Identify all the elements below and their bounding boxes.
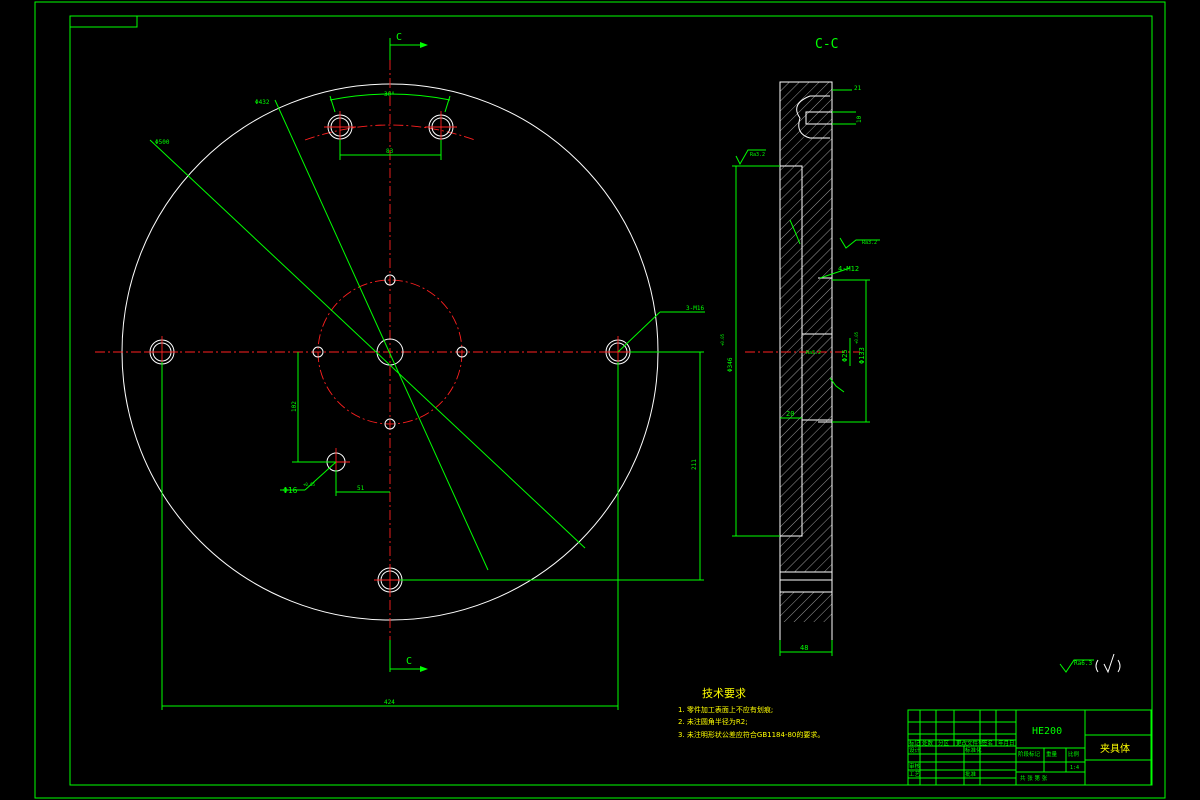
- sect-dim-21: 21: [854, 85, 862, 92]
- dim-angle-ext2: [444, 95, 451, 113]
- dim-chord-top: 83: [386, 148, 394, 155]
- dim-hole-small: Φ16: [283, 486, 298, 495]
- tb-model: HE200: [1032, 726, 1062, 737]
- sect-dim-d25: Φ25: [841, 349, 849, 362]
- sect-dim-d346-tol: +0.05: [720, 333, 725, 346]
- section-mark-bottom: C: [406, 656, 412, 667]
- tb-scale: 1:4: [1070, 765, 1079, 771]
- sect-dim-20: 20: [786, 410, 794, 418]
- title-block-frame: [907, 709, 1152, 786]
- dim-offset-h: 51: [357, 485, 365, 492]
- dim-offset-v: 102: [291, 401, 298, 412]
- dim-height-right: 211: [691, 459, 698, 470]
- roughness-symbol-4: [829, 377, 845, 393]
- roughness-label-2: Ra3.2: [862, 240, 877, 246]
- tb-left-grid: [908, 710, 1016, 785]
- section-slot: [796, 95, 830, 139]
- section-hatch-lower: [780, 592, 832, 622]
- inner-hole-right: [456, 346, 468, 358]
- tb-label-design: 设计: [909, 746, 921, 754]
- front-view: C C Φ500 Φ432 30° 83 3-M16 102 51 Φ16 +0…: [95, 32, 705, 710]
- general-roughness-paren-close: [1117, 659, 1121, 673]
- tb-label-process: 工艺: [909, 771, 921, 778]
- tb-label-review: 审核: [909, 762, 921, 770]
- inner-hole-bottom: [384, 418, 396, 430]
- tech-item-3: 3. 未注明形状公差应符合GB1184-80的要求。: [678, 730, 824, 739]
- tb-label-date: 年月日: [998, 739, 1015, 747]
- tb-label-count: 处数: [922, 739, 934, 747]
- general-roughness: Ra6.3: [1059, 653, 1121, 674]
- tb-label-approve: 批准: [965, 770, 977, 778]
- dim-angle-ext1: [329, 95, 336, 113]
- dim-angle-arc: [329, 93, 451, 101]
- tb-label-weight: 重量: [1046, 750, 1058, 758]
- leader-d500: [149, 139, 586, 549]
- tb-label-sheets: 共 张 第 张: [1020, 774, 1048, 782]
- tb-label-mark: 标记: [909, 739, 921, 747]
- tb-label-sign: 签名: [982, 739, 993, 747]
- title-block: HE200 夹具体 1:4 标记 处数 分区 更改文件号 签名 年月日 设计 标…: [907, 709, 1152, 786]
- corner-tag-box: [69, 15, 138, 28]
- section-recess: [801, 333, 833, 421]
- roughness-label-3: Ra3.2: [806, 350, 821, 356]
- leader-m16: [617, 311, 661, 353]
- sect-dim-48: 48: [800, 644, 808, 652]
- dim-angle-top: 30°: [384, 91, 395, 98]
- roughness-symbol-2: [839, 237, 880, 249]
- sect-dim-m12: 4-M12: [838, 265, 859, 273]
- tech-heading: 技术要求: [702, 687, 746, 700]
- tb-label-zone: 分区: [938, 739, 950, 747]
- roughness-symbol-1: [735, 149, 766, 166]
- sect-dim-d133: Φ133: [858, 347, 866, 364]
- dim-hole-small-tol: +0.05: [303, 482, 316, 487]
- dim-d432: Φ432: [255, 99, 270, 106]
- dim-holes-thread: 3-M16: [686, 305, 704, 312]
- general-roughness-paren-open: [1095, 659, 1099, 673]
- pitch-arc-top: [304, 124, 476, 141]
- section-slot-bolt: [805, 111, 833, 125]
- roughness-label-1: Ra3.2: [750, 152, 765, 158]
- tb-label-stage: 阶段标记: [1018, 750, 1041, 758]
- section-label: C-C: [815, 37, 838, 52]
- section-view: C-C 21 10 Φ346 +0.05: [720, 37, 880, 656]
- general-roughness-check: [1103, 653, 1115, 674]
- tech-requirements: 技术要求 1. 零件加工表面上不应有划痕; 2. 未注圆角半径为R2; 3. 未…: [678, 687, 824, 739]
- tech-item-1: 1. 零件加工表面上不应有划痕;: [678, 705, 773, 714]
- general-roughness-symbol: [1059, 659, 1094, 673]
- leader-d432: [274, 99, 489, 571]
- sect-dim-d346: Φ346: [727, 357, 734, 372]
- inner-hole-left: [312, 346, 324, 358]
- tb-label-docno: 更改文件号: [956, 739, 984, 747]
- dim-d500: Φ500: [155, 139, 170, 146]
- sect-dim-d133-tol: +0.05: [854, 331, 859, 344]
- tb-label-standard: 标准化: [965, 746, 982, 754]
- section-arrow-top-head: [420, 42, 428, 48]
- tb-part-name: 夹具体: [1100, 742, 1130, 755]
- inner-frame: [69, 15, 1153, 786]
- section-hatch-upper: [780, 82, 832, 572]
- sect-leader-m12: [819, 267, 851, 279]
- section-mark-top: C: [396, 32, 402, 43]
- sect-dim-10: 10: [856, 115, 863, 123]
- tb-label-scale: 比例: [1068, 750, 1080, 758]
- roughness-symbol-3: [789, 219, 801, 245]
- general-roughness-label: Ra6.3: [1074, 660, 1092, 667]
- outer-frame: [34, 1, 1166, 799]
- inner-hole-top: [384, 274, 396, 286]
- tech-item-2: 2. 未注圆角半径为R2;: [678, 717, 748, 726]
- pitch-circle-inner: [317, 279, 463, 425]
- section-arrow-bottom-head: [420, 666, 428, 672]
- dim-width-bottom: 424: [384, 699, 395, 706]
- leader-d16: [304, 461, 337, 491]
